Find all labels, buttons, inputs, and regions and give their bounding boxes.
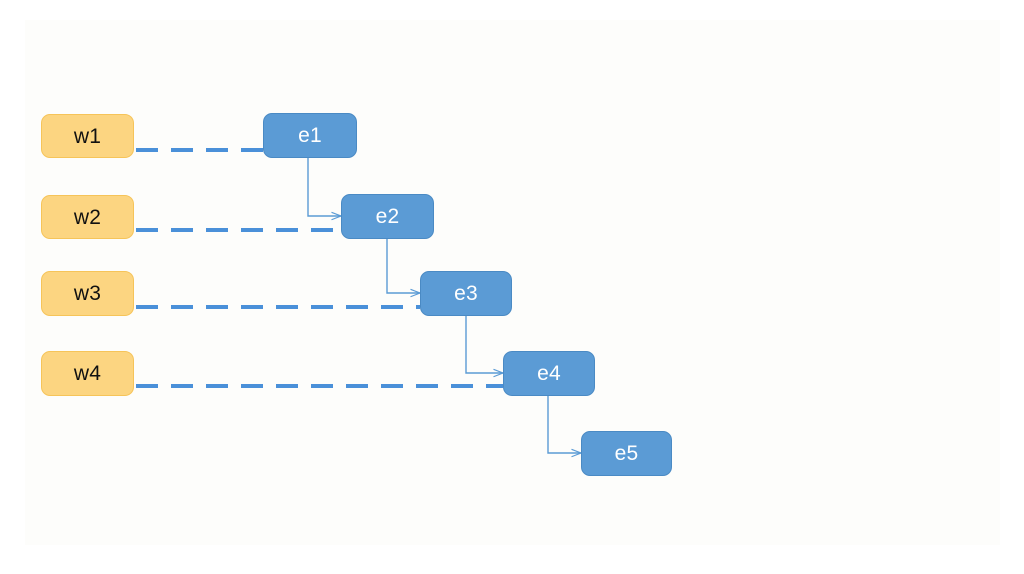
chain-link-e1-to-e2: [307, 158, 341, 216]
worker-node-w1[interactable]: w1: [41, 114, 134, 158]
worker-node-w3[interactable]: w3: [41, 271, 134, 316]
worker-node-w2[interactable]: w2: [41, 195, 134, 239]
chain-link-e3-to-e4: [465, 316, 503, 373]
worker-node-label: w4: [73, 362, 102, 385]
event-node-e2[interactable]: e2: [341, 194, 434, 239]
worker-node-label: w1: [73, 124, 102, 148]
event-node-label: e1: [298, 124, 322, 147]
worker-node-w4[interactable]: w4: [41, 351, 134, 396]
dashed-link-group: [136, 148, 503, 388]
event-node-label: e2: [375, 205, 400, 228]
event-node-e1[interactable]: e1: [263, 113, 357, 158]
event-node-label: e4: [537, 362, 561, 385]
chain-link-group: [307, 158, 581, 453]
worker-node-label: w2: [73, 205, 102, 229]
event-node-label: e5: [614, 442, 639, 465]
event-node-e3[interactable]: e3: [420, 271, 512, 316]
event-node-e4[interactable]: e4: [503, 351, 595, 396]
slide-canvas: [25, 20, 1000, 545]
chain-link-e2-to-e3: [386, 239, 420, 293]
chain-link-e4-to-e5: [547, 396, 581, 453]
event-node-label: e3: [454, 282, 478, 305]
event-node-e5[interactable]: e5: [581, 431, 672, 476]
worker-node-label: w3: [73, 282, 102, 305]
